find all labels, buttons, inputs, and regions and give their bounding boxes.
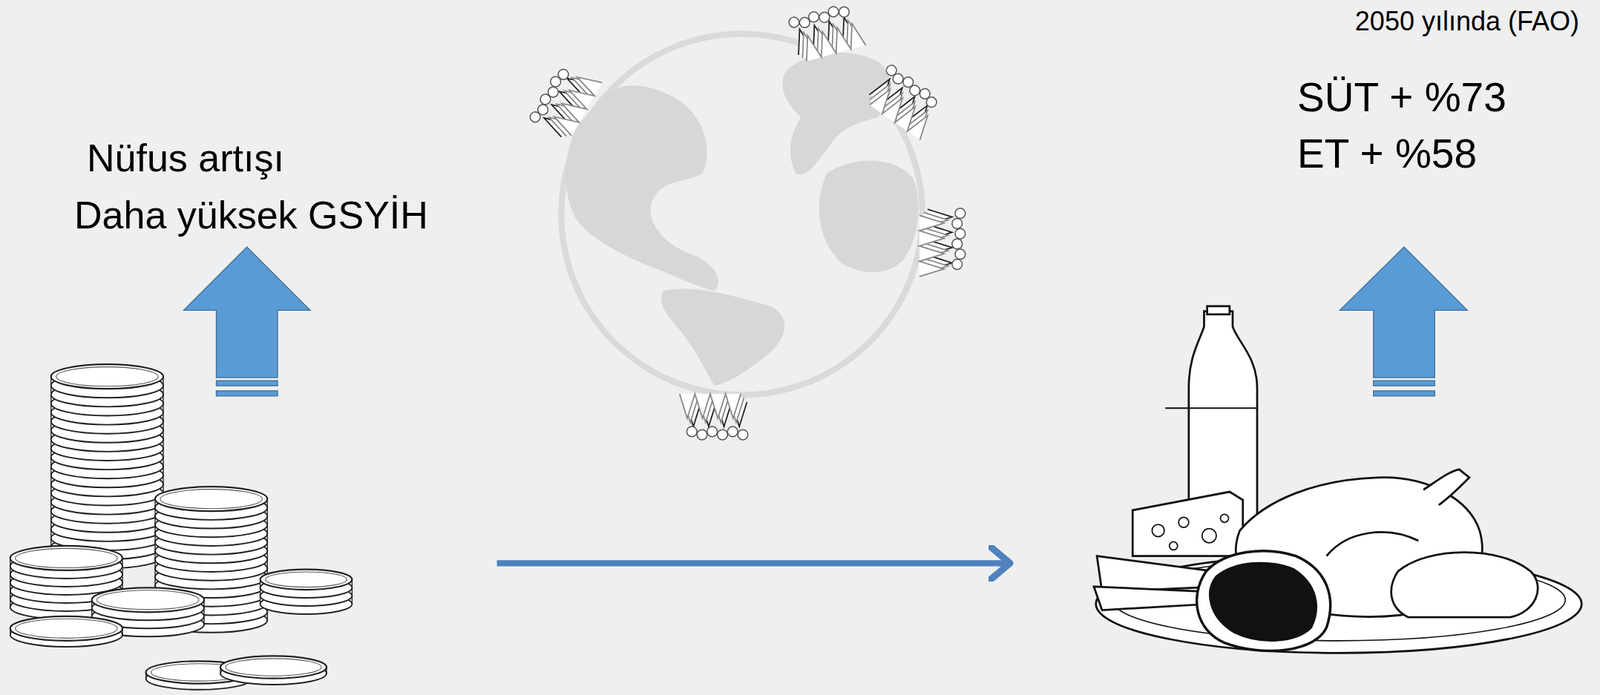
globe-outline bbox=[561, 34, 923, 396]
people-head bbox=[686, 426, 697, 438]
people-bodies bbox=[679, 394, 742, 419]
up-arrow bbox=[184, 247, 311, 397]
people-head bbox=[837, 5, 851, 19]
coin-top bbox=[10, 616, 123, 642]
coin-top bbox=[10, 546, 123, 571]
coin-top bbox=[260, 569, 353, 591]
people-head bbox=[546, 85, 561, 100]
coin-rim bbox=[56, 367, 159, 387]
flow-arrow bbox=[497, 560, 1009, 567]
coin-top bbox=[155, 486, 268, 512]
people-crowd bbox=[919, 208, 966, 277]
people-head bbox=[717, 429, 729, 441]
people-head bbox=[955, 249, 966, 260]
coin-stacks bbox=[10, 364, 353, 691]
continent bbox=[819, 161, 919, 273]
people-crowd bbox=[788, 0, 867, 64]
people-head bbox=[535, 103, 550, 118]
people-head bbox=[924, 94, 939, 110]
people-crowd bbox=[528, 60, 603, 143]
continent bbox=[661, 288, 785, 386]
coin-rim bbox=[225, 658, 322, 677]
people-head bbox=[727, 426, 738, 438]
food-plate bbox=[1093, 306, 1582, 654]
people-head bbox=[556, 67, 571, 82]
people-head bbox=[788, 16, 801, 29]
continent bbox=[565, 85, 718, 291]
people-head bbox=[696, 429, 708, 441]
coin-top bbox=[51, 364, 164, 389]
people-head bbox=[952, 218, 963, 230]
people-crowd bbox=[679, 394, 749, 441]
coin-rim bbox=[97, 590, 200, 611]
source-note: 2050 yılında (FAO) bbox=[1355, 5, 1580, 37]
coin-rim bbox=[15, 618, 118, 639]
people-head bbox=[955, 208, 966, 219]
coin-rim bbox=[15, 548, 118, 568]
steak bbox=[1197, 551, 1331, 652]
people-bodies bbox=[919, 215, 944, 277]
caption-text: Daha yüksek GSYİH bbox=[74, 193, 429, 239]
people-crowd bbox=[863, 63, 947, 141]
caption-text: Nüfus artışı bbox=[86, 136, 285, 182]
coin-rim bbox=[265, 572, 348, 588]
people-head bbox=[707, 426, 718, 438]
people-head bbox=[737, 429, 749, 441]
up-arrow bbox=[1339, 247, 1468, 397]
cheese bbox=[1132, 492, 1244, 557]
people-bodies bbox=[800, 21, 866, 61]
people-bodies bbox=[869, 84, 935, 140]
people-head bbox=[807, 10, 821, 24]
people-head bbox=[827, 5, 841, 18]
coin-top bbox=[220, 656, 327, 679]
caption-text: ET + %58 bbox=[1297, 130, 1477, 178]
coin-top bbox=[92, 587, 205, 613]
people-head bbox=[952, 259, 963, 271]
caption-text: SÜT + %73 bbox=[1297, 74, 1507, 121]
bread bbox=[1391, 552, 1538, 619]
coin-rim bbox=[160, 489, 263, 510]
people-head bbox=[955, 228, 966, 239]
globe bbox=[528, 0, 966, 441]
people-head bbox=[952, 238, 963, 250]
continent bbox=[782, 52, 891, 176]
